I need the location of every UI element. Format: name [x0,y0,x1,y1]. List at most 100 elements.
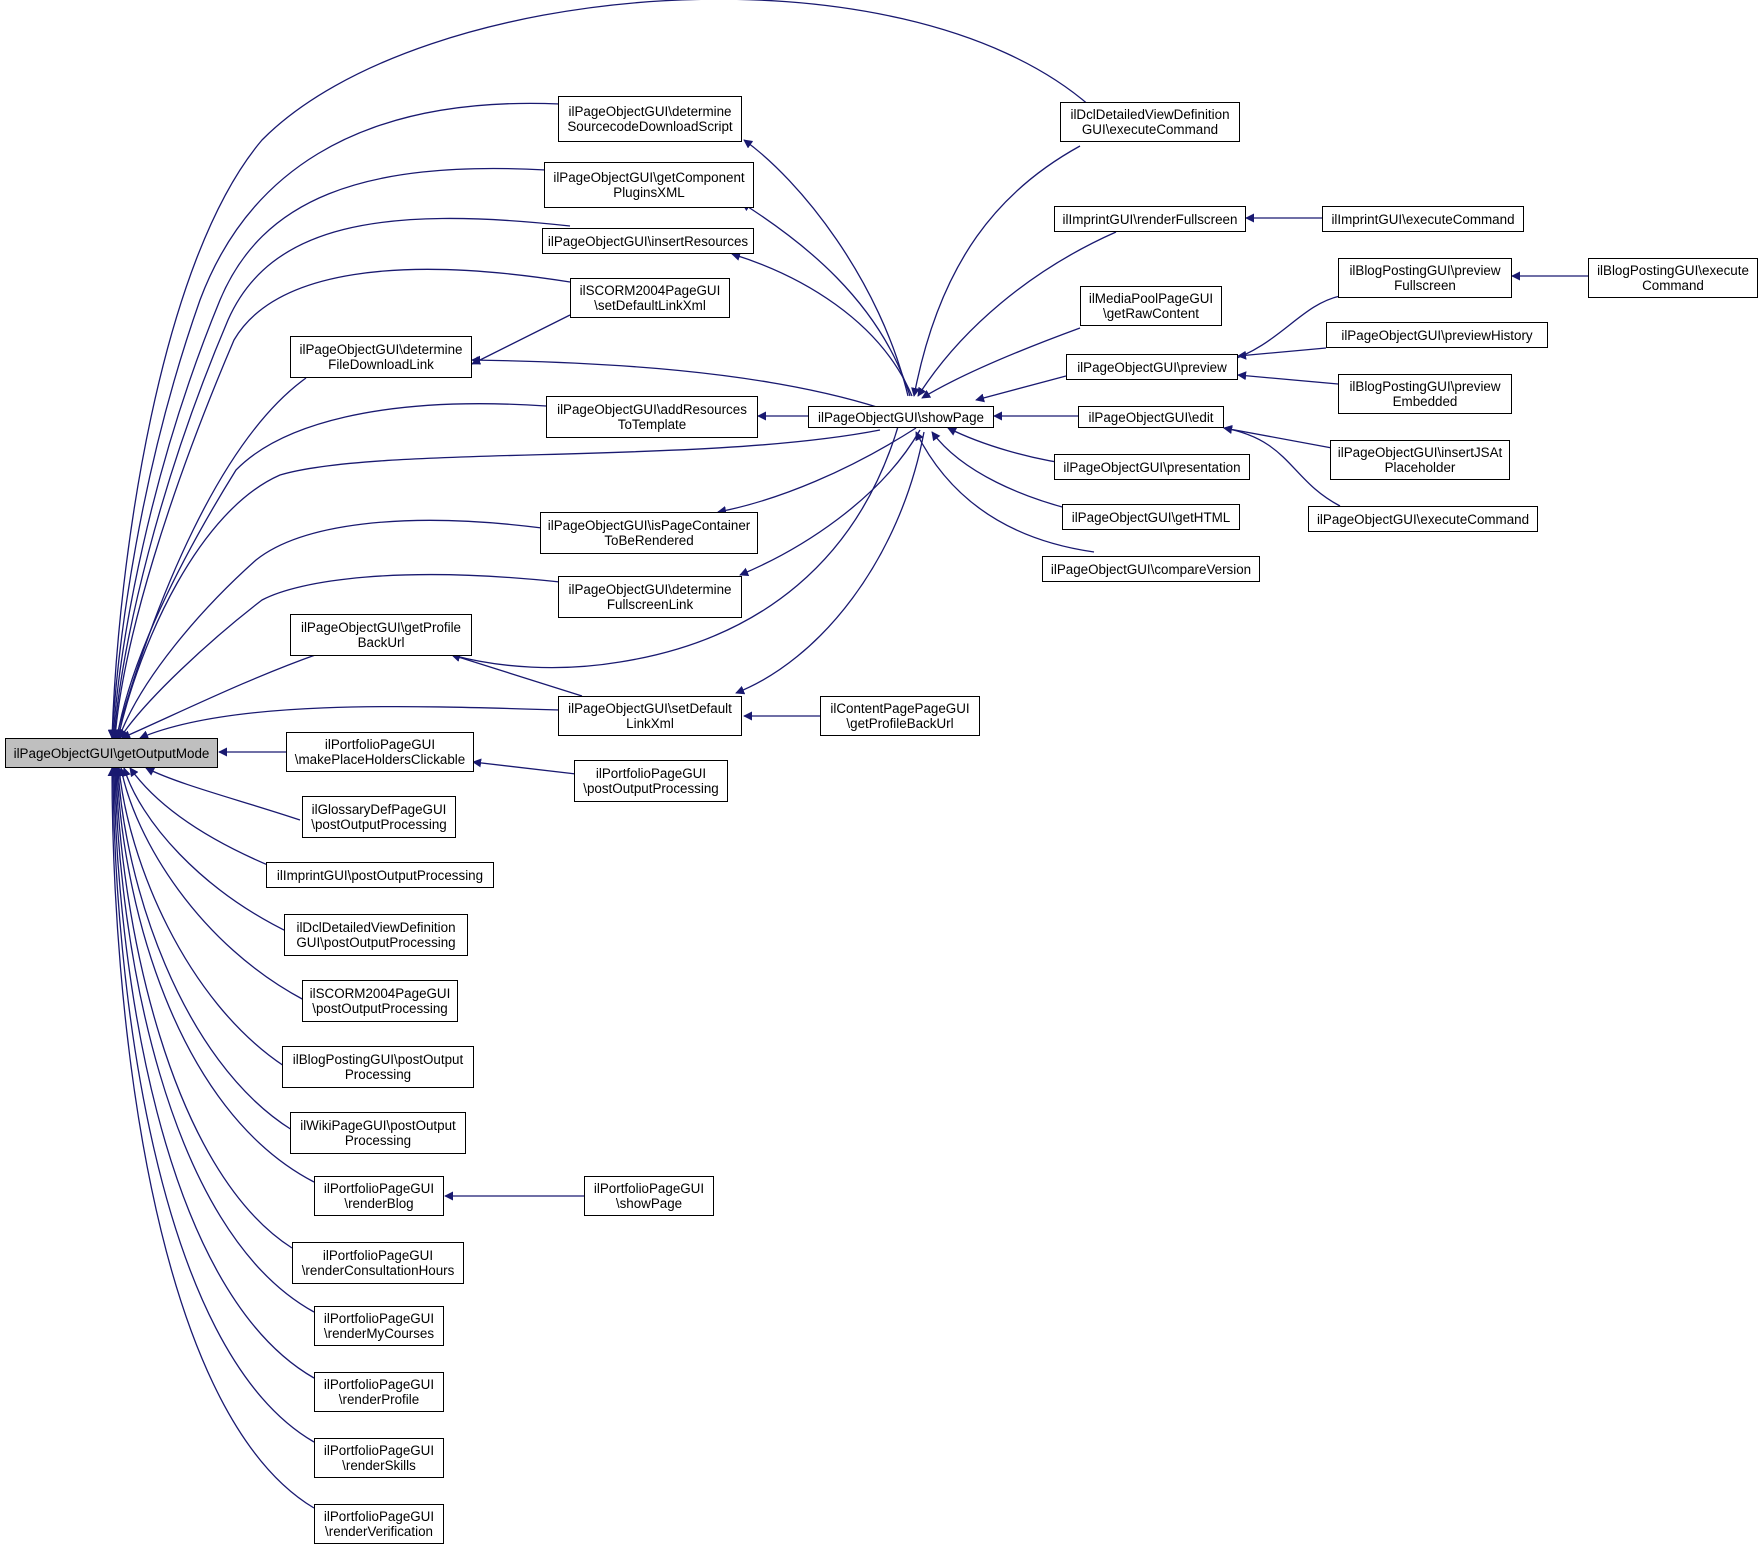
edge-blogPost-to-root [115,767,285,1067]
node-portfolio-make-place[interactable]: ilPortfolioPageGUI\makePlaceHoldersClick… [286,732,474,772]
node-label-line: \postOutputProcessing [311,817,447,832]
node-page-execute[interactable]: ilPageObjectGUI\executeCommand [1308,506,1538,532]
edge-renderBlog-to-root [112,767,315,1183]
edge-scormPost-to-root [118,767,305,1001]
edge-compareVersion-to-showPage [915,431,1095,553]
edge-wikiPost-to-root [113,767,293,1131]
node-label-line: \renderVerification [325,1524,433,1539]
node-imprint-execute[interactable]: ilImprintGUI\executeCommand [1322,206,1524,232]
edge-setDefaultLinkXml-to-getProfileBackUrl [451,653,583,697]
node-label-line: ilPageObjectGUI\insertResources [547,233,749,249]
node-glossary-post[interactable]: ilGlossaryDefPageGUI\postOutputProcessin… [302,796,456,838]
node-label-line: SourcecodeDownloadScript [567,119,733,134]
edge-pageExecute-to-edit [1223,425,1341,507]
node-label-line: \makePlaceHoldersClickable [294,752,466,767]
node-label-line: ilSCORM2004PageGUI [579,283,721,298]
edge-preview-to-showPage [975,375,1067,403]
edge-determineSourcecode-to-root [108,102,561,739]
node-label: ilPortfolioPageGUI\renderConsultationHou… [302,1248,455,1278]
node-label-line: PluginsXML [613,185,685,200]
node-show-page[interactable]: ilPageObjectGUI\showPage [808,406,994,428]
node-label-line: \postOutputProcessing [583,781,719,796]
node-label: ilSCORM2004PageGUI\postOutputProcessing [310,986,451,1016]
node-label: ilImprintGUI\postOutputProcessing [277,868,483,883]
edge-isPageContainer-to-root [117,519,543,739]
edge-renderProfile-to-root [109,767,315,1379]
node-content-page-get-profile[interactable]: ilContentPagePageGUI\getProfileBackUrl [820,696,980,736]
edge-renderMyCourses-to-root [110,767,315,1313]
node-get-h-t-m-l[interactable]: ilPageObjectGUI\getHTML [1062,504,1240,530]
node-label: ilPortfolioPageGUI\renderMyCourses [324,1311,434,1341]
node-render-blog[interactable]: ilPortfolioPageGUI\renderBlog [314,1176,444,1216]
node-label-line: ilPageObjectGUI\getOutputMode [13,745,210,761]
node-scorm-set-default-link[interactable]: ilSCORM2004PageGUI\setDefaultLinkXml [570,278,730,318]
node-imprint-post[interactable]: ilImprintGUI\postOutputProcessing [266,862,494,888]
node-label-line: ilPortfolioPageGUI [323,1443,435,1458]
node-edit[interactable]: ilPageObjectGUI\edit [1078,406,1224,428]
node-render-verification[interactable]: ilPortfolioPageGUI\renderVerification [314,1504,444,1544]
node-label-line: ilPortfolioPageGUI [324,737,436,752]
node-label-line: Command [1642,278,1704,293]
edge-showPage-to-insertResources [731,252,913,397]
node-render-my-courses[interactable]: ilPortfolioPageGUI\renderMyCourses [314,1306,444,1346]
node-label-line: ilPortfolioPageGUI [323,1181,435,1196]
edge-dclPost-to-root [122,767,293,935]
node-label: ilPageObjectGUI\getHTML [1072,510,1231,525]
node-label-line: ilPageObjectGUI\setDefault [568,701,732,716]
edge-getProfileBackUrl-to-root [121,653,319,739]
node-insert-resources[interactable]: ilPageObjectGUI\insertResources [542,228,754,254]
node-portfolio-post-output[interactable]: ilPortfolioPageGUI\postOutputProcessing [574,760,728,802]
node-label: ilImprintGUI\renderFullscreen [1063,212,1238,227]
node-portfolio-show-page[interactable]: ilPortfolioPageGUI\showPage [584,1176,714,1216]
node-label-line: ilPageObjectGUI\edit [1088,409,1214,425]
node-label: ilPortfolioPageGUI\postOutputProcessing [583,766,718,796]
node-render-skills[interactable]: ilPortfolioPageGUI\renderSkills [314,1438,444,1478]
node-label-line: \showPage [615,1196,683,1211]
node-compare-version[interactable]: ilPageObjectGUI\compareVersion [1042,556,1260,582]
node-imprint-render-fullscreen[interactable]: ilImprintGUI\renderFullscreen [1054,206,1246,232]
node-render-profile[interactable]: ilPortfolioPageGUI\renderProfile [314,1372,444,1412]
node-label-line: ilDclDetailedViewDefinition [296,920,456,935]
node-get-output-mode[interactable]: ilPageObjectGUI\getOutputMode [5,738,218,768]
node-render-consultation[interactable]: ilPortfolioPageGUI\renderConsultationHou… [292,1242,464,1284]
node-label-line: ilDclDetailedViewDefinition [1070,107,1230,122]
node-label-line: ilContentPagePageGUI [830,701,970,716]
node-preview[interactable]: ilPageObjectGUI\preview [1066,354,1238,380]
edge-determineFullscreen-to-root [119,574,561,739]
node-label: ilPortfolioPageGUI\renderVerification [324,1509,434,1539]
edge-showPage-to-setDefaultLinkXml [735,431,925,695]
node-media-pool-raw[interactable]: ilMediaPoolPageGUI\getRawContent [1080,286,1222,326]
node-label-line: ilPageObjectGUI\executeCommand [1316,511,1530,527]
node-presentation[interactable]: ilPageObjectGUI\presentation [1054,454,1250,480]
node-label-line: \postOutputProcessing [312,1001,448,1016]
edge-insertResources-to-root [110,217,571,739]
node-scorm-post[interactable]: ilSCORM2004PageGUI\postOutputProcessing [302,980,458,1022]
node-label-line: ilImprintGUI\postOutputProcessing [276,867,484,883]
node-preview-history[interactable]: ilPageObjectGUI\previewHistory [1326,322,1548,348]
edge-showPage-to-root [115,429,881,739]
node-label-line: ilBlogPostingGUI\postOutput [292,1052,464,1067]
node-label-line: ilPortfolioPageGUI [595,766,707,781]
